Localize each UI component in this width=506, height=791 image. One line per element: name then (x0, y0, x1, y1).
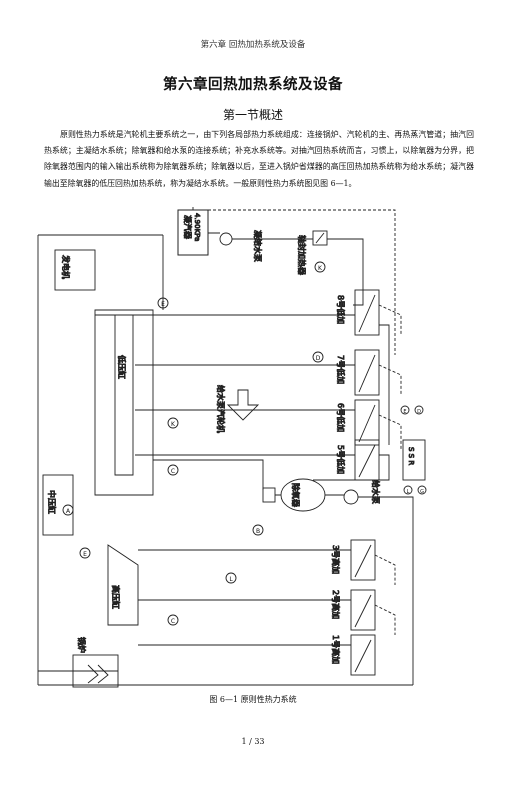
lp-heater-7-label: 7号低加 (336, 355, 346, 384)
lp-heaters: 8号低加 7号低加 6号低加 5号低加 (336, 289, 380, 481)
lp-heater-8-label: 8号低加 (336, 295, 346, 324)
ssr-box: S S R E D L G (400, 405, 427, 495)
hp-heater-1-label: 1号高加 (331, 635, 341, 664)
hp-heater-2-label: 2号高加 (331, 590, 341, 619)
feed-pump-turbine-label: 给水泵汽轮机 (216, 385, 226, 433)
ip-cylinder: 中压缸 (42, 474, 74, 536)
condenser: 凝汽器 4.90KPa (177, 209, 209, 256)
feed-pump-turbine: 给水泵汽轮机 (216, 385, 260, 433)
lp-heater-6-label: 6号低加 (336, 403, 346, 432)
ssr-label: S S R (407, 447, 415, 465)
deaerator: 除氧器 (262, 478, 326, 512)
condensate-pump: 凝结水泵 (219, 230, 263, 262)
letter-l: L (229, 576, 233, 583)
page-number: 1 / 33 (241, 737, 265, 746)
letter-l2: L (407, 489, 410, 495)
figure-caption: 图 6—1 原则性热力系统 (209, 695, 297, 704)
letter-e1: E (161, 301, 165, 308)
intro-paragraph: 原则性热力系统是汽轮机主要系统之一，由下列各局部热力系统组成：连接锅炉、汽轮机的… (44, 130, 474, 188)
ip-cylinder-label: 中压缸 (47, 490, 57, 514)
letter-b: B (256, 528, 260, 535)
hp-cylinder: 高压缸 (107, 544, 139, 626)
lp-cylinder-label: 低压缸 (117, 355, 127, 379)
hp-heaters: 3号高加 2号高加 1号高加 (331, 539, 376, 676)
letter-d2: D (417, 409, 421, 415)
hp-heater-3-label: 3号高加 (331, 545, 341, 574)
hp-cylinder-label: 高压缸 (111, 585, 121, 609)
gland-heater: 轴封加热器 K (297, 230, 328, 275)
boiler-label: 锅炉 (77, 637, 87, 653)
letter-g: G (420, 489, 424, 495)
letter-c1: C (171, 468, 175, 475)
running-header: 第六章 回热加热系统及设备 (200, 40, 306, 50)
gland-heater-label: 轴封加热器 (297, 235, 307, 275)
letter-k1: K (171, 421, 176, 428)
letter-k: K (318, 265, 323, 272)
feed-pump-label: 给水泵 (371, 480, 381, 504)
lp-cylinder: 低压缸 (117, 355, 128, 380)
thermal-system-diagram: 凝汽器 4.90KPa 凝结水泵 轴封加热器 K 发电机 低压缸 中压缸 高压缸… (37, 205, 427, 688)
letter-d: D (316, 355, 321, 362)
condensate-pump-label: 凝结水泵 (253, 230, 263, 262)
deaerator-label: 除氧器 (291, 483, 301, 507)
generator: 发电机 (54, 249, 96, 291)
letter-e2: E (83, 551, 87, 558)
feed-pump: 给水泵 (343, 480, 381, 505)
condenser-label: 凝汽器 (183, 215, 193, 239)
letter-c2: C (171, 618, 175, 625)
letter-e3: E (403, 409, 406, 415)
letter-a: A (66, 508, 71, 515)
lp-heater-5-label: 5号低加 (336, 445, 346, 474)
boiler: 锅炉 (72, 637, 119, 688)
section-title: 第一节概述 (222, 108, 283, 122)
chapter-title: 第六章回热加热系统及设备 (163, 77, 343, 93)
generator-label: 发电机 (61, 255, 71, 279)
condenser-pressure: 4.90KPa (193, 213, 201, 241)
extraction-points: E K C A E C B L D (62, 297, 324, 626)
